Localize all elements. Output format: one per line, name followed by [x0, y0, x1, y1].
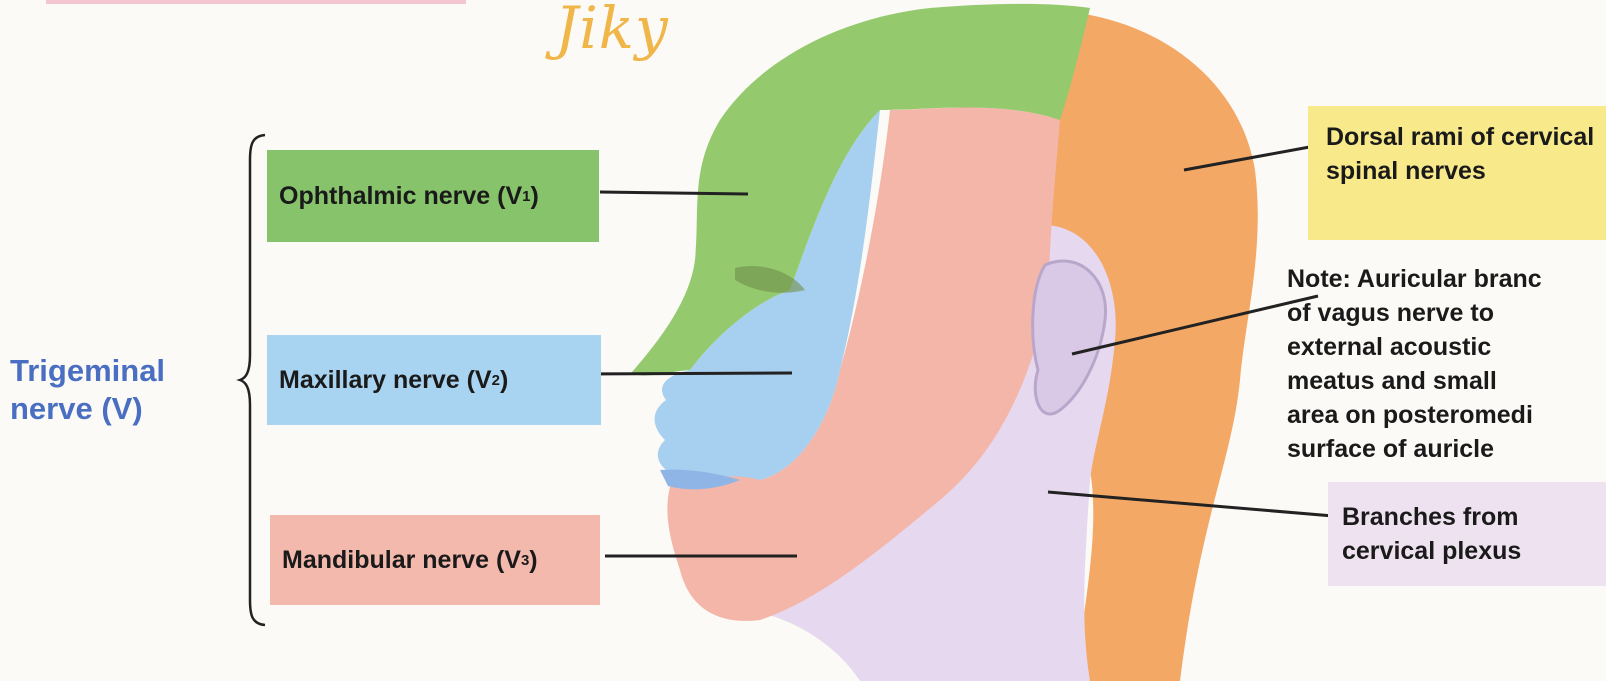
- leader-line-v2: [574, 373, 792, 374]
- trigeminal-title-line1: Trigeminal: [10, 352, 165, 390]
- dorsal-rami-label: Dorsal rami of cervical spinal nerves: [1308, 106, 1606, 240]
- watermark-signature: Jiky: [555, 0, 669, 62]
- maxillary-label-text: Maxillary nerve (V: [279, 366, 492, 395]
- ophthalmic-subscript: 1: [522, 188, 530, 205]
- trigeminal-title-line2: nerve (V): [10, 390, 165, 428]
- ophthalmic-label-text: Ophthalmic nerve (V: [279, 182, 522, 211]
- trigeminal-nerve-title: Trigeminal nerve (V): [10, 352, 165, 428]
- maxillary-close: ): [500, 366, 508, 395]
- auricular-branch-note: Note: Auricular branc of vagus nerve to …: [1287, 262, 1606, 466]
- maxillary-subscript: 2: [492, 372, 500, 389]
- mandibular-close: ): [529, 546, 537, 575]
- ophthalmic-close: ): [530, 182, 538, 211]
- trigeminal-bracket: [240, 135, 265, 625]
- mandibular-label-text: Mandibular nerve (V: [282, 546, 521, 575]
- cervical-plexus-label: Branches from cervical plexus: [1328, 482, 1606, 586]
- leader-line-v1: [600, 192, 748, 194]
- mandibular-subscript: 3: [521, 552, 529, 569]
